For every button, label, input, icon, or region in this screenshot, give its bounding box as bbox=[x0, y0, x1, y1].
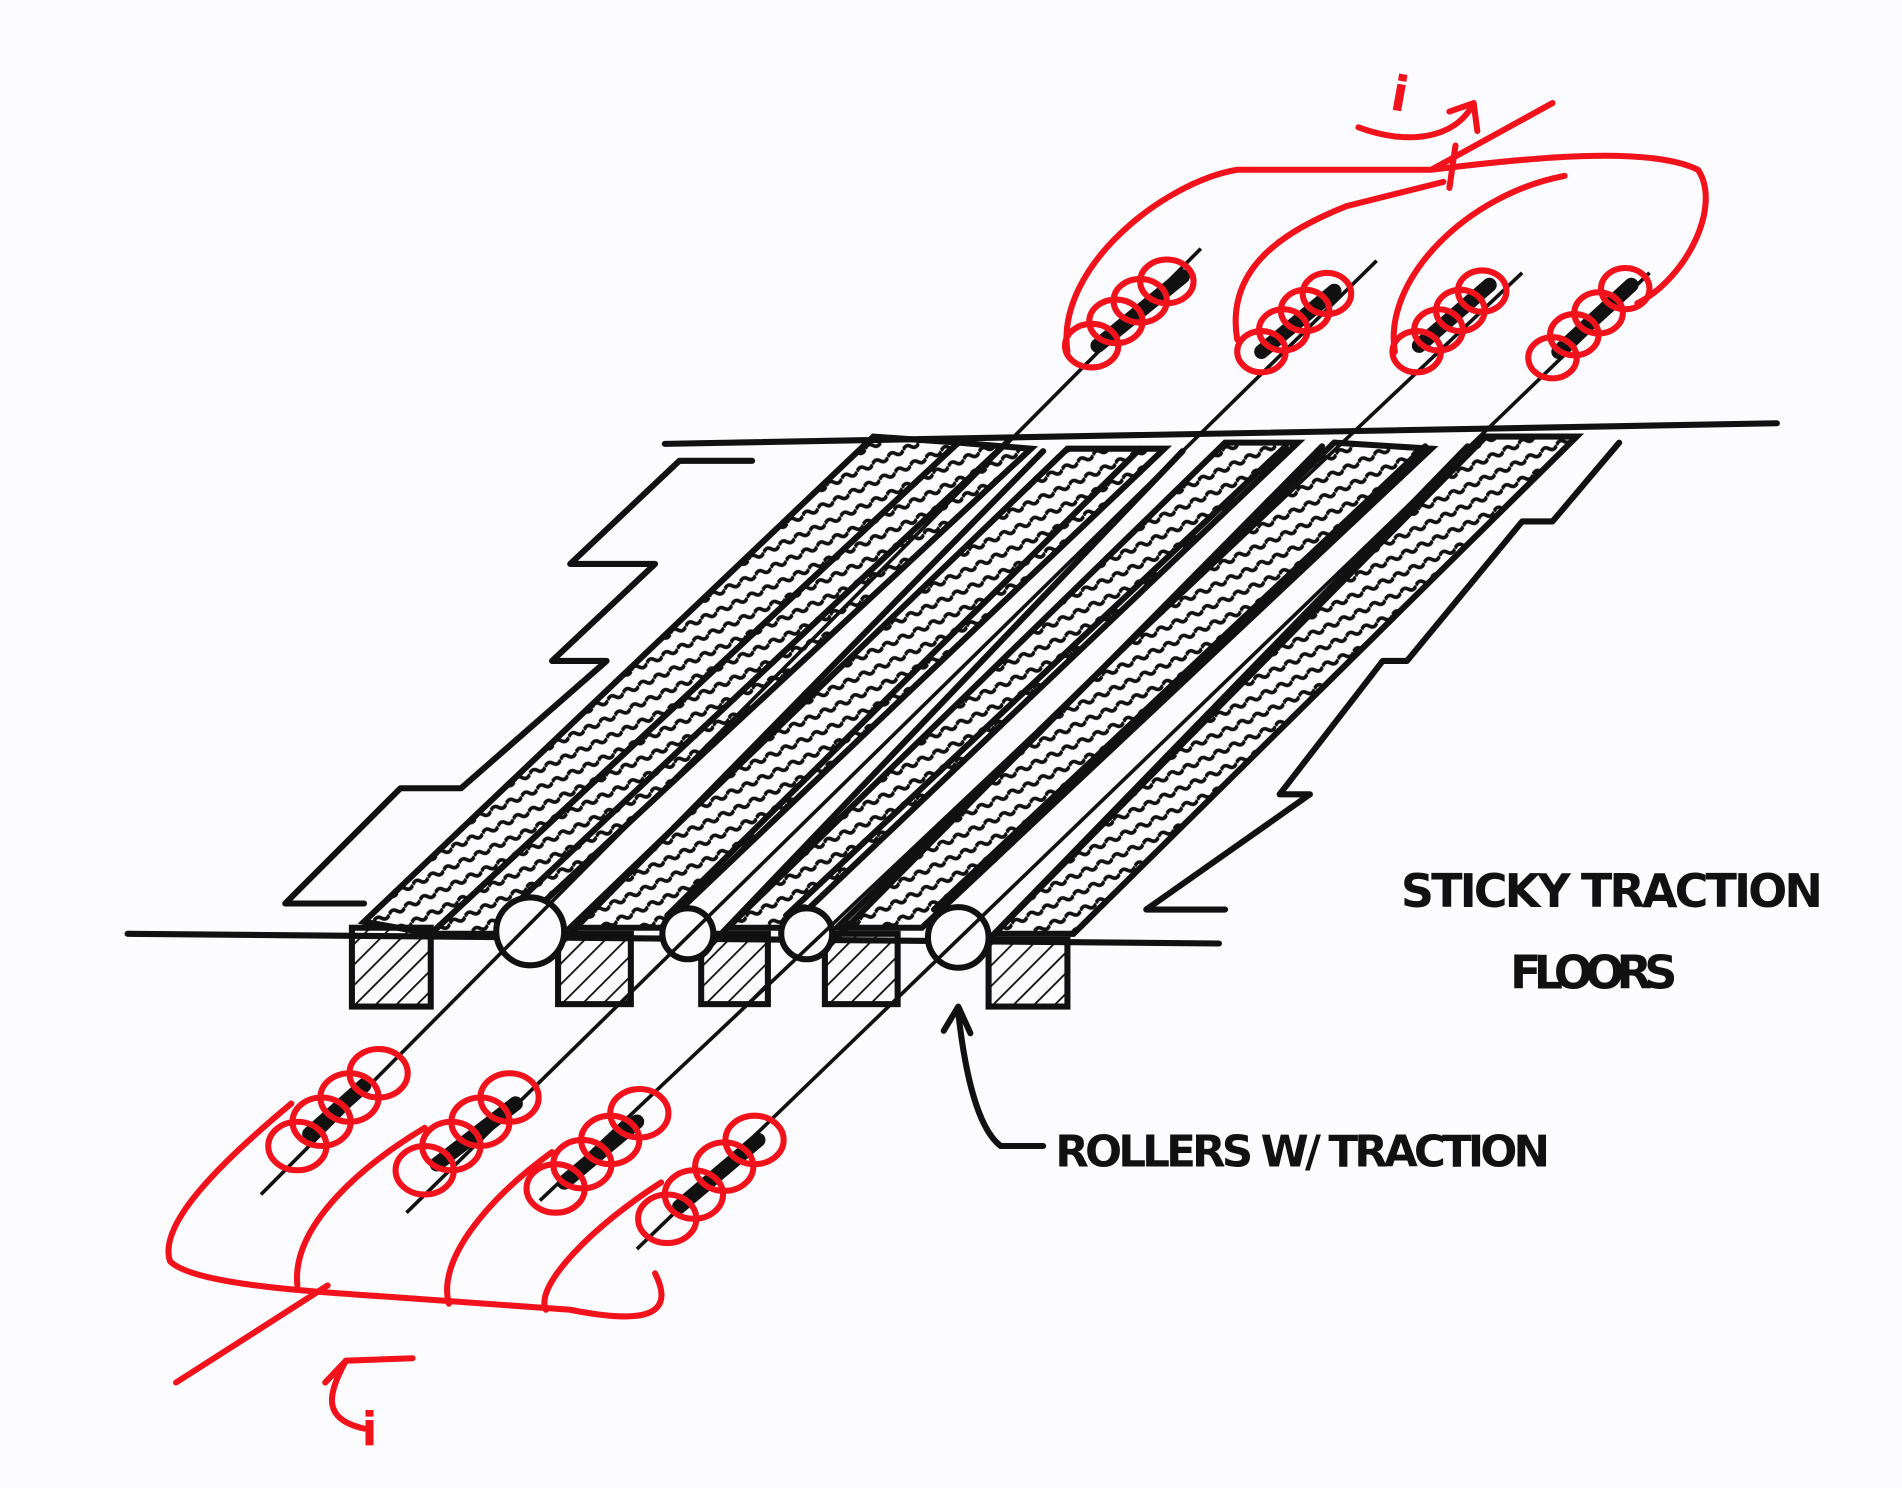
current-label-top: i bbox=[1387, 66, 1413, 124]
axle-wire bbox=[259, 247, 1203, 1196]
floor-block bbox=[821, 930, 901, 1008]
coil bbox=[1234, 269, 1355, 376]
roller-tubes bbox=[506, 439, 1471, 956]
coil bbox=[265, 1045, 411, 1174]
current-arrow-out bbox=[322, 1355, 416, 1432]
traction-strips bbox=[357, 433, 1585, 938]
floor-right-step-edge bbox=[1143, 439, 1623, 913]
roller-tube bbox=[930, 443, 1471, 952]
floor-left-step-edge bbox=[282, 457, 756, 907]
current-label-bottom: i bbox=[362, 1403, 378, 1457]
roller-leader-arrow bbox=[940, 1003, 1047, 1150]
current-arrow-in bbox=[1355, 100, 1481, 141]
title-line-1: STICKY TRACTION bbox=[1401, 864, 1825, 918]
floor-block bbox=[348, 924, 434, 1010]
coil bbox=[392, 1070, 542, 1198]
roller bbox=[778, 905, 836, 963]
title-line-2: FLOORS bbox=[1510, 945, 1680, 999]
floor-back-edge bbox=[661, 420, 1780, 447]
axle-wire bbox=[635, 271, 1651, 1251]
floor-block bbox=[698, 930, 771, 1008]
traction-strip bbox=[720, 439, 1306, 931]
coil bbox=[523, 1085, 672, 1216]
coil-wiring-front bbox=[165, 1100, 665, 1386]
roller-tube bbox=[664, 445, 1186, 949]
front-coils bbox=[265, 1045, 787, 1247]
coil bbox=[1525, 264, 1653, 382]
axle-wire bbox=[538, 271, 1524, 1202]
axle-wire bbox=[405, 259, 1378, 1215]
roller bbox=[659, 905, 717, 963]
roller bbox=[493, 894, 568, 969]
roller-tube bbox=[506, 439, 1047, 956]
floor-blocks bbox=[348, 924, 1071, 1010]
floor-block bbox=[555, 930, 634, 1008]
floor-block bbox=[985, 936, 1071, 1010]
traction-strip bbox=[987, 433, 1585, 937]
coil-wiring-back bbox=[1063, 100, 1709, 355]
axle-wires bbox=[259, 247, 1651, 1251]
coil bbox=[635, 1112, 787, 1247]
roller-label: ROLLERS W/ TRACTION bbox=[1055, 1127, 1552, 1178]
